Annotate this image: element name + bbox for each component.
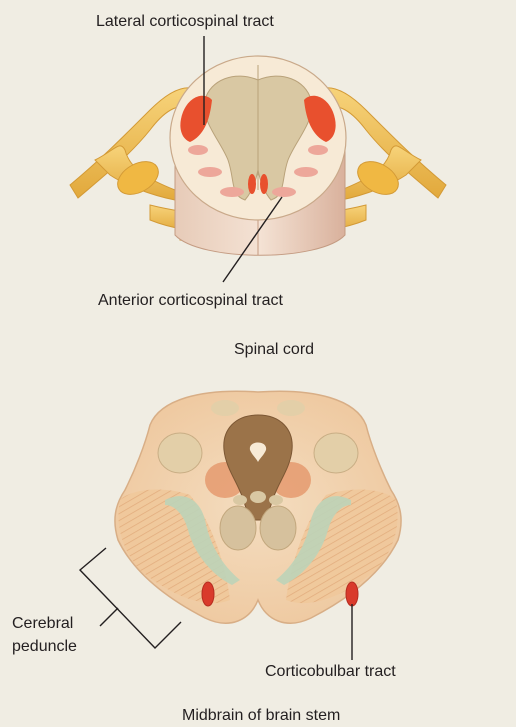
spinal-cord-illustration bbox=[70, 56, 446, 255]
corticobulbar-tract-label: Corticobulbar tract bbox=[265, 662, 396, 681]
midbrain-label: Midbrain of brain stem bbox=[182, 706, 340, 725]
right-corticobulbar-tract bbox=[346, 582, 358, 606]
cerebral-peduncle-label-line2: peduncle bbox=[12, 637, 77, 656]
cerebral-peduncle-label-line1: Cerebral bbox=[12, 614, 73, 633]
anterior-corticospinal-tract-label: Anterior corticospinal tract bbox=[98, 291, 283, 310]
spinal-cord-label: Spinal cord bbox=[234, 340, 314, 359]
right-anterior-corticospinal-tract bbox=[260, 174, 268, 194]
left-corticobulbar-tract bbox=[202, 582, 214, 606]
left-anterior-corticospinal-tract bbox=[248, 174, 256, 194]
cerebral-peduncle-leader-line bbox=[100, 608, 118, 626]
midbrain-illustration bbox=[115, 391, 401, 623]
lateral-corticospinal-tract-label: Lateral corticospinal tract bbox=[96, 12, 274, 31]
